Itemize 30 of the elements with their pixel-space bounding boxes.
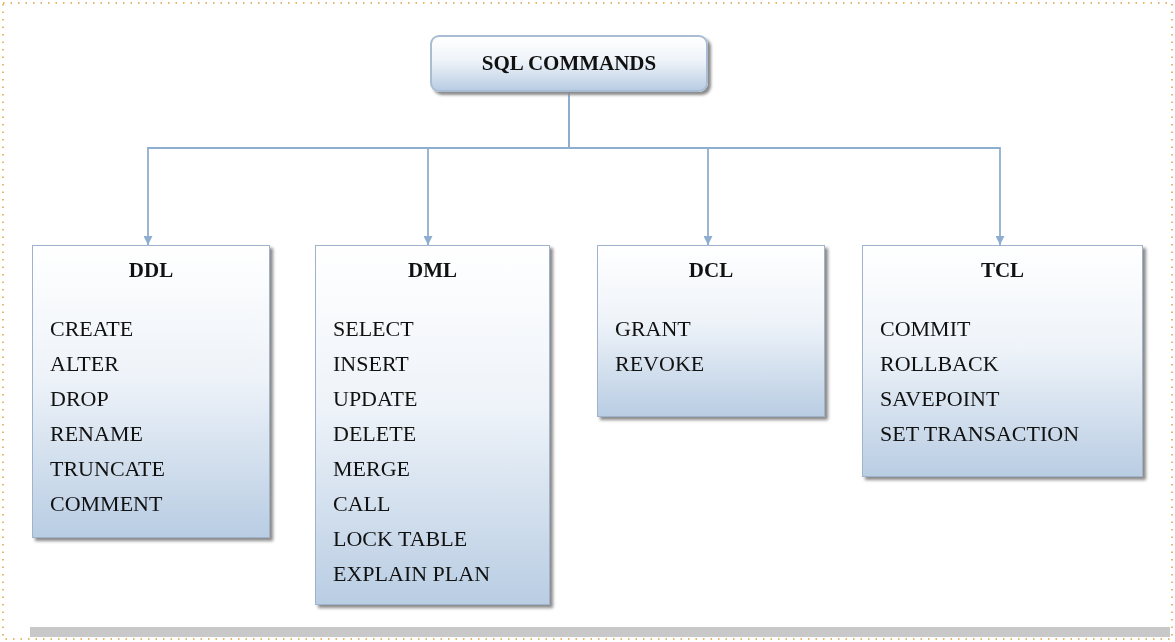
command-name: ALTER <box>50 351 119 377</box>
command-name: EXPLAIN PLAN <box>333 561 491 587</box>
category-box <box>597 245 825 417</box>
command-name: INSERT <box>333 351 409 377</box>
command-name: SELECT <box>333 316 414 342</box>
command-name: UPDATE <box>333 386 418 412</box>
command-name: DELETE <box>333 421 417 447</box>
command-name: COMMIT <box>880 316 971 342</box>
title-text: SQL COMMANDS <box>481 51 657 76</box>
command-name: DROP <box>50 386 109 412</box>
command-name: MERGE <box>333 456 410 482</box>
category-heading: TCL <box>979 258 1026 283</box>
command-name: COMMENT <box>50 491 163 517</box>
category-box <box>32 245 270 538</box>
category-heading: DDL <box>127 258 175 283</box>
category-heading: DML <box>407 258 458 283</box>
command-name: ROLLBACK <box>880 351 999 377</box>
command-name: REVOKE <box>615 351 705 377</box>
command-name: GRANT <box>615 316 691 342</box>
command-name: CALL <box>333 491 391 517</box>
category-box <box>862 245 1143 477</box>
command-name: TRUNCATE <box>50 456 165 482</box>
command-name: CREATE <box>50 316 134 342</box>
command-name: RENAME <box>50 421 143 447</box>
category-box <box>315 245 550 605</box>
command-name: SAVEPOINT <box>880 386 1000 412</box>
command-name: SET TRANSACTION <box>880 421 1080 447</box>
category-heading: DCL <box>687 258 735 283</box>
command-name: LOCK TABLE <box>333 526 468 552</box>
title-box <box>430 35 708 92</box>
